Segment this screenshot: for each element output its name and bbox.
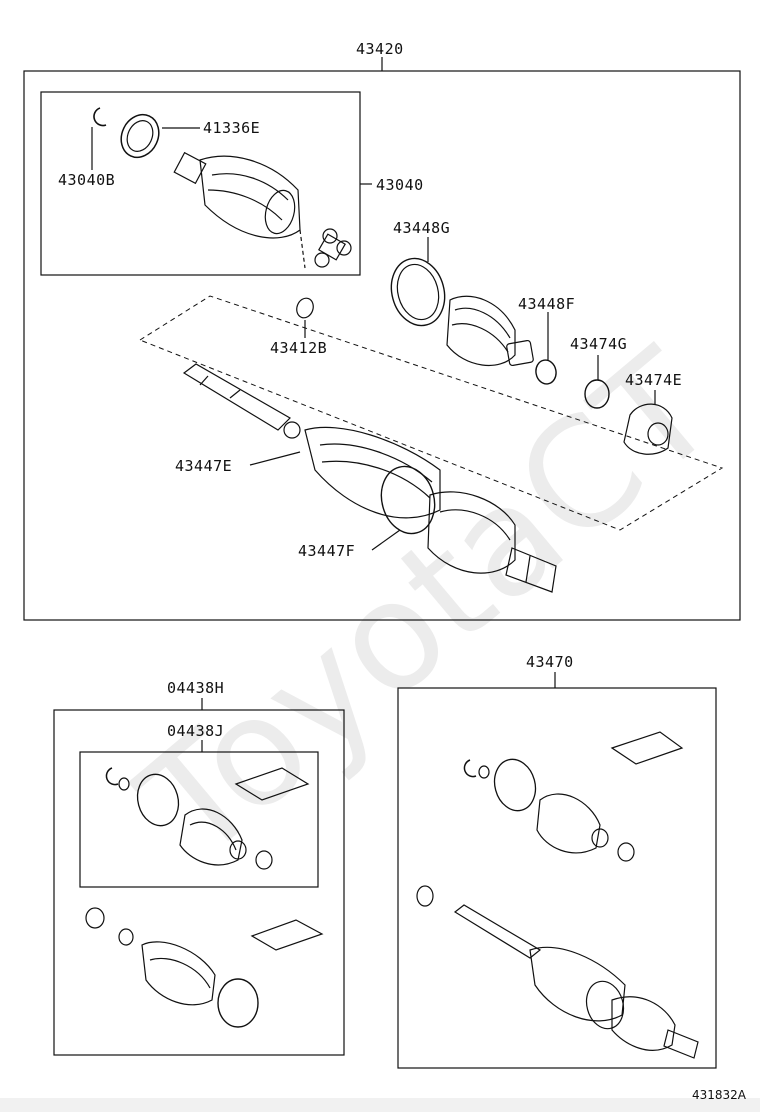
label-43447f: 43447F — [298, 542, 356, 560]
clamp-43448g — [390, 257, 446, 327]
kit-parts-upper — [105, 767, 310, 870]
label-43448g: 43448G — [393, 219, 451, 237]
snap-ring-43040b — [93, 107, 107, 127]
label-43420: 43420 — [356, 40, 404, 58]
label-43447e: 43447E — [175, 457, 233, 475]
assembly-parts — [416, 731, 699, 1059]
ring-43412b — [296, 297, 314, 319]
label-43474e: 43474E — [625, 371, 683, 389]
label-43412b: 43412B — [270, 339, 328, 357]
ring-41336e — [120, 113, 160, 159]
label-04438j: 04438J — [167, 722, 225, 740]
frame-43470 — [397, 687, 717, 1069]
kit-parts-lower — [85, 907, 324, 1028]
figure-id: 431832A — [691, 1088, 746, 1102]
joint-housing — [173, 151, 301, 239]
bottom-bar — [0, 1098, 760, 1112]
dashed-outline — [138, 295, 724, 531]
label-43470: 43470 — [526, 653, 574, 671]
clamp-43448f — [535, 359, 557, 385]
drive-shaft — [182, 363, 557, 593]
boot-inner — [446, 295, 534, 367]
frame-04438h — [53, 709, 345, 1056]
frame-43420 — [23, 70, 741, 621]
frame-04438j — [79, 751, 319, 888]
tripod-joint — [314, 228, 352, 268]
label-04438h: 04438H — [167, 679, 225, 697]
label-43040: 43040 — [376, 176, 424, 194]
label-43474g: 43474G — [570, 335, 628, 353]
cup-43474e — [623, 403, 673, 455]
label-43040b: 43040B — [58, 171, 116, 189]
ring-43474g — [584, 379, 610, 409]
label-41336e: 41336E — [203, 119, 261, 137]
label-43448f: 43448F — [518, 295, 576, 313]
